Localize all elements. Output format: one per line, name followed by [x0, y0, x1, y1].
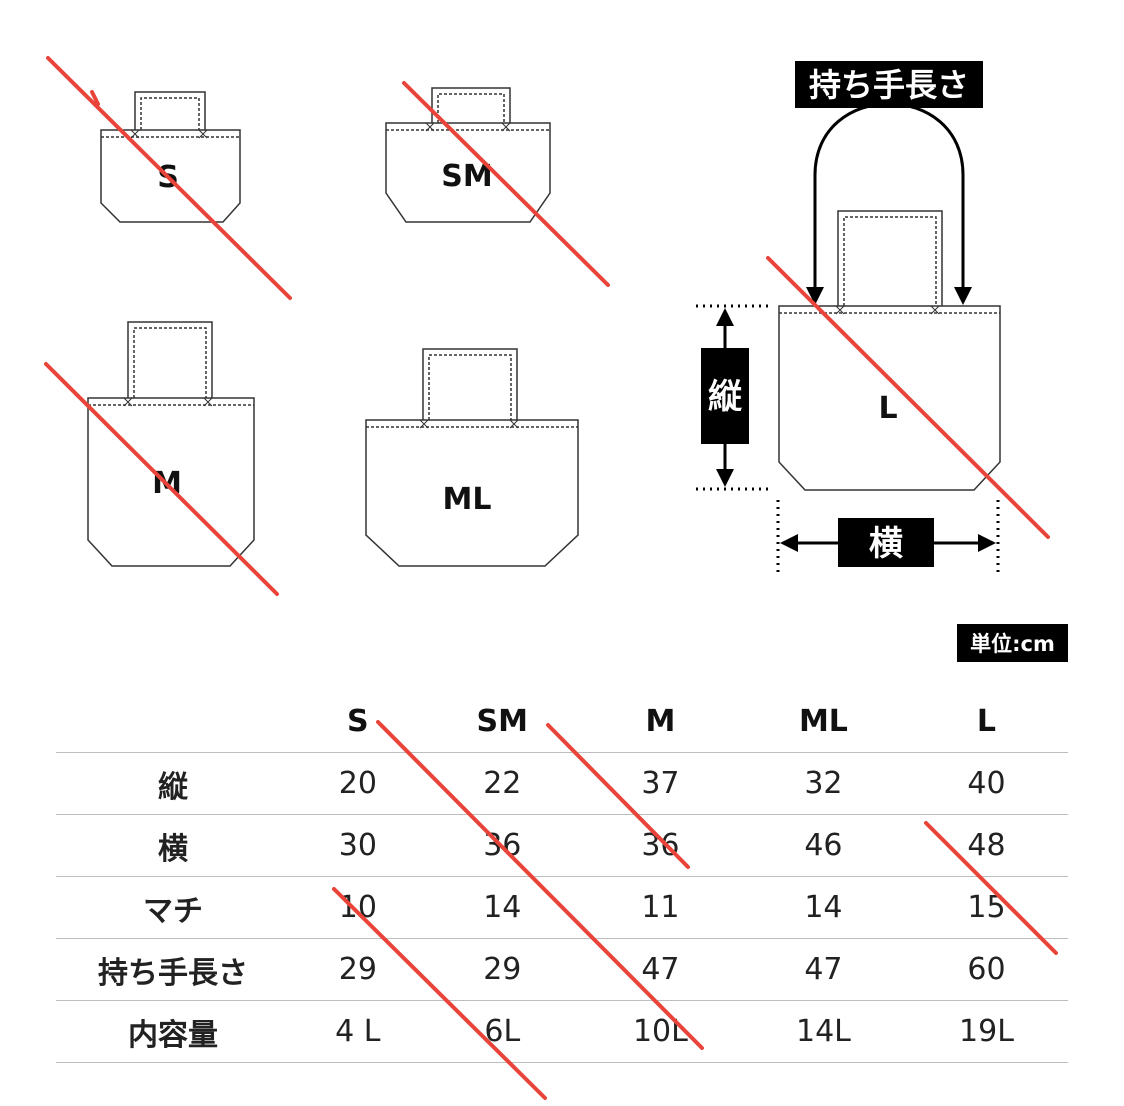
table-cell: 14L: [795, 1014, 851, 1049]
bag-label-s: S: [157, 160, 179, 195]
bag-s: [100, 91, 241, 223]
table-cell: 40: [967, 766, 1006, 801]
table-cell: 48: [967, 828, 1006, 863]
table-cell: 15: [967, 890, 1006, 925]
table-header-sm: SM: [476, 703, 529, 739]
table-header-l: L: [976, 703, 997, 739]
handle-arrowhead-left-icon: [806, 287, 824, 305]
row-label: 内容量: [128, 1017, 218, 1053]
table-cell: 36: [641, 828, 680, 863]
bag-ml: [365, 348, 579, 567]
table-cell: 36: [483, 828, 522, 863]
row-label: 縦: [158, 769, 188, 805]
height-arrowhead-up-icon: [716, 308, 734, 326]
height-arrowhead-down-icon: [716, 469, 734, 487]
table-cell: 29: [483, 952, 522, 987]
table-cell: 22: [483, 766, 522, 801]
table-row-capacity: 内容量 4 L 6L 10L 14L 19L: [56, 1000, 1068, 1063]
size-spec-table: S SM M ML L 縦 20 22 37 32 40 横 30 36 36 …: [56, 690, 1068, 1063]
row-label: 持ち手長さ: [98, 955, 248, 991]
table-cell: 32: [804, 766, 843, 801]
handle-label-box: [795, 61, 983, 108]
handle-label: 持ち手長さ: [809, 66, 969, 104]
bag-l: [778, 210, 1001, 491]
table-cell: 11: [641, 890, 680, 925]
table-cell: 47: [804, 952, 843, 987]
height-label: 縦: [708, 377, 742, 417]
unit-badge: 単位:cm: [957, 624, 1068, 662]
table-row-handle-length: 持ち手長さ 29 29 47 47 60: [56, 938, 1068, 1001]
table-cell: 30: [338, 828, 377, 863]
table-row-height: 縦 20 22 37 32 40: [56, 752, 1068, 815]
bag-label-sm: SM: [441, 159, 492, 194]
table-cell: 29: [338, 952, 377, 987]
width-arrowhead-left-icon: [780, 534, 798, 552]
bag-label-ml: ML: [443, 482, 492, 517]
bag-label-l: L: [878, 391, 897, 426]
bag-sm: [385, 87, 551, 223]
table-cell: 14: [483, 890, 522, 925]
table-header-s: S: [347, 703, 369, 739]
table-cell: 14: [804, 890, 843, 925]
width-arrowhead-right-icon: [978, 534, 996, 552]
handle-arrowhead-right-icon: [954, 287, 972, 305]
table-cell: 4 L: [335, 1014, 381, 1049]
handle-length-arrow: [813, 102, 965, 290]
table-cell: 47: [641, 952, 680, 987]
table-cell: 10: [338, 890, 377, 925]
width-label: 横: [869, 524, 903, 564]
table-cell: 46: [804, 828, 843, 863]
table-cell: 37: [641, 766, 680, 801]
row-label: 横: [158, 831, 188, 867]
table-row-gusset: マチ 10 14 11 14 15: [56, 876, 1068, 939]
bag-m: [87, 321, 255, 567]
row-label: マチ: [143, 893, 203, 929]
table-cell: 10L: [632, 1014, 688, 1049]
height-dimension: [696, 304, 770, 491]
bag-label-m: M: [152, 466, 182, 501]
table-cell: 19L: [959, 1014, 1014, 1049]
table-cell: 60: [967, 952, 1006, 987]
table-cell: 20: [338, 766, 377, 801]
table-header-row: S SM M ML L: [56, 690, 1068, 753]
table-header-corner: [56, 690, 290, 753]
table-header-ml: ML: [798, 703, 848, 739]
table-header-m: M: [645, 703, 676, 739]
table-cell: 6L: [484, 1014, 521, 1049]
height-label-box: [701, 348, 749, 444]
table-row-width: 横 30 36 36 46 48: [56, 814, 1068, 877]
